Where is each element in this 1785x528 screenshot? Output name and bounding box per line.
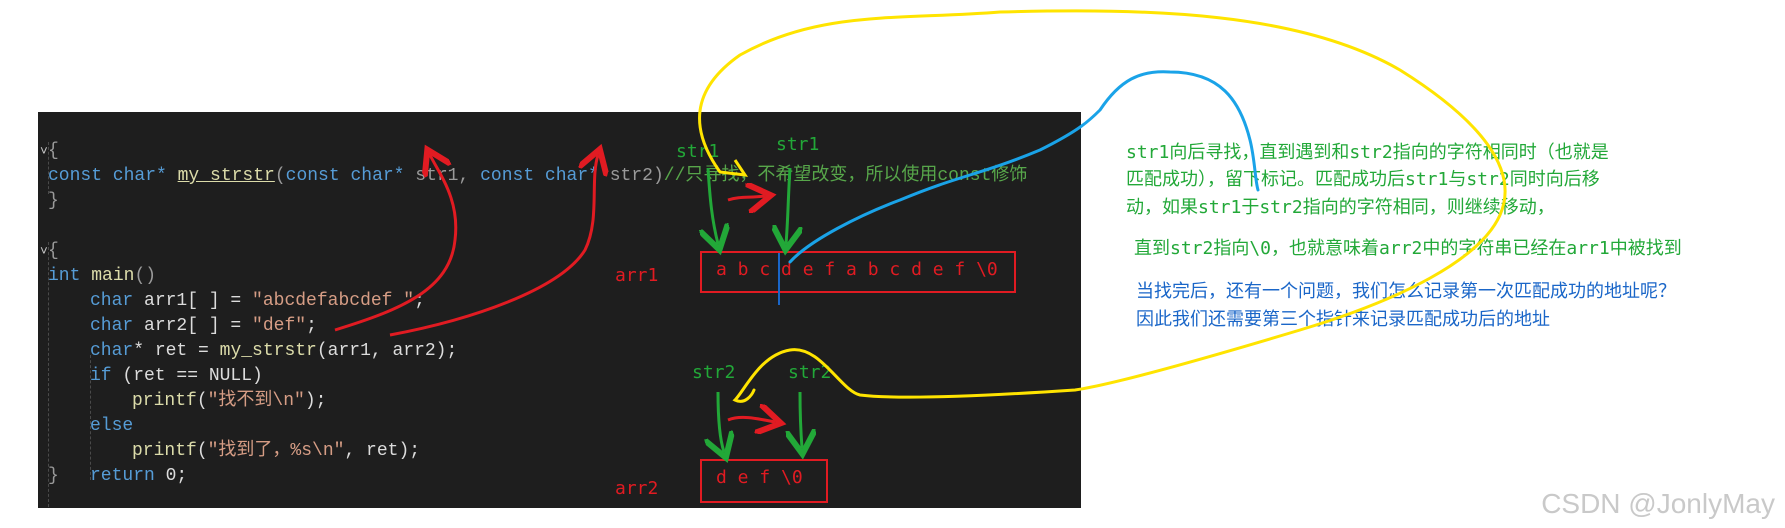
- red-move-arrow-str1: [727, 196, 765, 200]
- arr1-label: arr1: [615, 265, 659, 286]
- pointer-label-str1: str1: [776, 134, 820, 155]
- watermark: CSDN @JonlyMay: [1541, 488, 1775, 519]
- code-line-12: else: [90, 416, 134, 436]
- green-arrow-str1-b: [786, 167, 790, 244]
- red-move-arrow-str2: [727, 417, 775, 422]
- code-line-11: printf("找不到\n");: [132, 391, 327, 411]
- code-editor-panel: ˅ const char* my_strstr(const char* str1…: [38, 112, 1081, 508]
- green-arrow-str1-a: [708, 167, 718, 244]
- code-line-14: return 0;: [90, 466, 188, 486]
- code-line-10: if (ret == NULL): [90, 366, 263, 386]
- arr2-label: arr2: [615, 478, 659, 499]
- indent-guide: [90, 355, 91, 480]
- green-arrow-str2-a: [718, 391, 724, 452]
- arr1-box: a b c d e f a b c d e f \0: [700, 251, 1016, 293]
- note-green-line: 直到str2指向\0，也就意味着arr2中的字符串已经在arr1中被找到: [1134, 238, 1682, 259]
- code-line-7: char arr1[ ] = "abcdefabcdef ";: [90, 291, 425, 311]
- code-line-5: ˅ int main(): [38, 214, 156, 286]
- arr2-box: d e f \0: [700, 459, 828, 503]
- pointer-label-str2: str2: [692, 362, 736, 383]
- code-line-13: printf("找到了，%s\n", ret);: [132, 441, 421, 461]
- red-arrow-to-str1: [334, 155, 458, 332]
- indent-guide: [48, 242, 49, 507]
- code-line-9: char* ret = my_strstr(arr1, arr2);: [90, 341, 458, 361]
- pointer-label-str1: str1: [676, 141, 720, 162]
- fold-marker[interactable]: ˅: [40, 144, 48, 159]
- pointer-label-str2: str2: [788, 362, 832, 383]
- note-blue-line: 因此我们还需要第三个指针来记录匹配成功后的地址: [1136, 309, 1550, 330]
- yellow-loop-stroke: [698, 9, 1507, 403]
- indent-guide: [48, 142, 49, 194]
- code-line-8: char arr2[ ] = "def";: [90, 316, 317, 336]
- note-green-line: 匹配成功），留下标记。匹配成功后str1与str2同时向后移: [1126, 169, 1600, 190]
- cyan-loop-stroke: [788, 70, 1260, 264]
- green-arrow-str2-b: [800, 391, 802, 448]
- fold-marker[interactable]: ˅: [40, 244, 48, 259]
- note-green-line: 动，如果str1于str2指向的字符相同，则继续移动，: [1126, 197, 1555, 218]
- yellow-hook-stroke: [719, 159, 749, 177]
- red-arrow-to-str2: [389, 155, 598, 337]
